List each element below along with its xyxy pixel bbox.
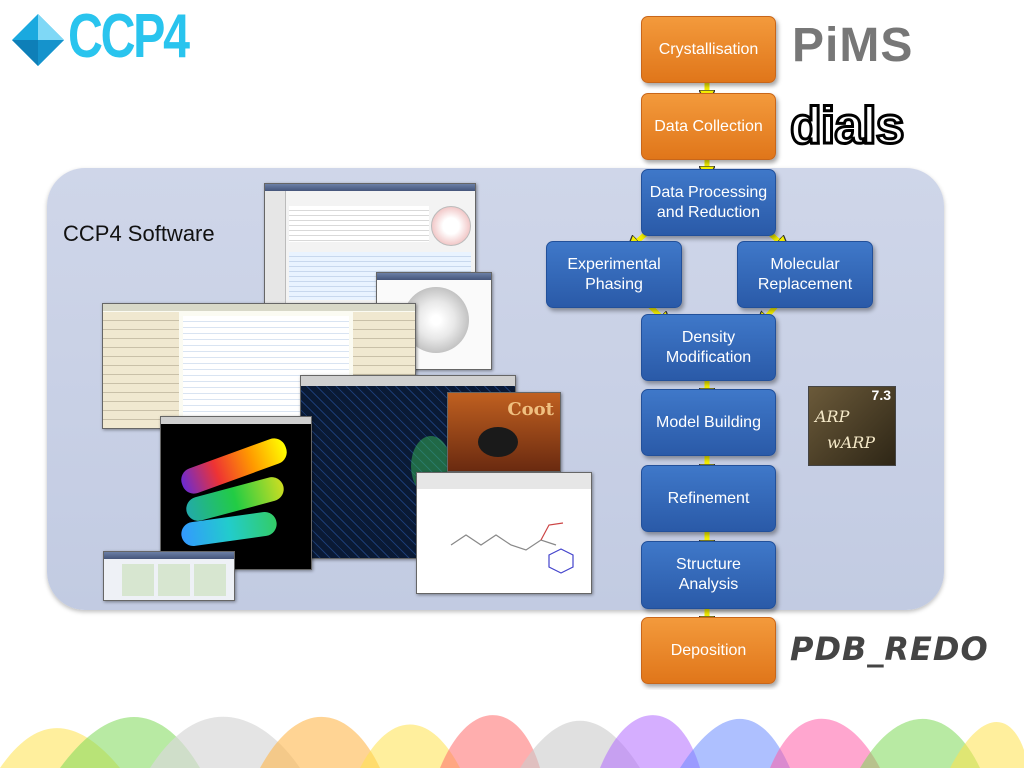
pims-logo-text: PiMS [792,19,914,72]
experimental-phasing-box: Experimental Phasing [546,241,682,308]
arp-line2: wARP [827,433,876,452]
screenshot-display-table [103,551,235,601]
dials-logo: dials [789,97,906,156]
coot-label: Coot [507,399,554,420]
decorative-ribbon-strip [0,690,1024,768]
arp-line1: ARP [815,407,850,426]
data-collection-box: Data Collection [641,93,776,160]
ccp4-software-label: CCP4 Software [63,221,215,246]
arp-warp-logo: 7.3 ARP wARP [808,386,896,466]
ccp4-diamond-icon [12,14,64,66]
screenshot-ribbon-model [160,416,312,570]
arp-version: 7.3 [871,387,891,403]
deposition-box: Deposition [641,617,776,684]
dials-logo-text: dials [789,97,906,156]
model-building-box: Model Building [641,389,776,456]
screenshot-ligand-editor [416,472,592,594]
density-modification-box: Density Modification [641,314,776,381]
data-processing-box: Data Processing and Reduction [641,169,776,236]
molecular-replacement-box: Molecular Replacement [737,241,873,308]
ccp4-logo-text: CCP4 [68,2,190,71]
refinement-box: Refinement [641,465,776,532]
pims-logo: PiMS [792,18,913,74]
screenshot-coot: Coot [447,392,561,472]
pdb-redo-logo: PDB_REDO [790,630,989,668]
crystallisation-box: Crystallisation [641,16,776,83]
structure-analysis-box: Structure Analysis [641,541,776,609]
